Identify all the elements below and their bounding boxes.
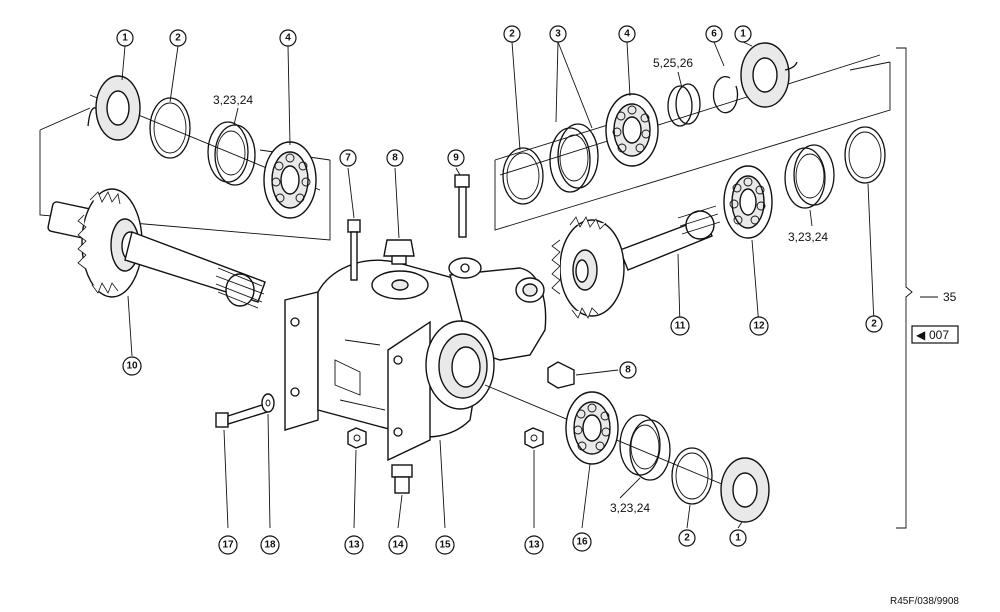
washer-18 xyxy=(261,393,275,413)
shim-rings-5-25-26 xyxy=(667,83,701,127)
callout-9: 9 xyxy=(447,149,465,167)
shim-rings-right-mid xyxy=(784,144,835,209)
circlip-ring-right xyxy=(502,147,544,205)
callout-label: 4 xyxy=(624,29,630,40)
taper-roller-bearing-right xyxy=(605,93,659,167)
bevel-gear-shaft-right xyxy=(551,205,721,319)
drawing-code: R45F/038/9908 xyxy=(890,596,959,607)
right-bearing-group-frame xyxy=(494,61,891,231)
callout-3-top-right: 3 xyxy=(549,25,567,43)
callout-7: 7 xyxy=(339,149,357,167)
callout-16: 16 xyxy=(572,532,592,552)
page-reference-number: 007 xyxy=(929,328,949,342)
snap-ring-6 xyxy=(712,76,739,114)
nut-13-right xyxy=(524,427,544,449)
callout-4-top-right: 4 xyxy=(618,25,636,43)
bolt-17 xyxy=(215,403,268,428)
spline-end-right xyxy=(677,205,721,240)
callout-label: 13 xyxy=(528,540,540,551)
plug-8-top xyxy=(383,239,415,265)
callout-label: 1 xyxy=(740,29,746,40)
shim-rings-right-top xyxy=(549,123,599,193)
page-reference-arrow-icon: ◀ xyxy=(916,328,926,342)
callout-label: 8 xyxy=(392,153,398,164)
callout-1-bottom: 1 xyxy=(729,529,747,547)
oil-seal-ring-right xyxy=(740,42,798,108)
callout-label: 9 xyxy=(453,153,459,164)
callout-12: 12 xyxy=(749,316,769,336)
callout-4-top-left: 4 xyxy=(279,29,297,47)
shim-label-bottom: 3,23,24 xyxy=(610,501,650,515)
roller-bearing-16 xyxy=(565,391,619,465)
callout-label: 2 xyxy=(175,33,181,44)
gearbox-housing xyxy=(284,257,547,462)
callout-2-bottom: 2 xyxy=(678,529,696,547)
callout-label: 1 xyxy=(122,33,128,44)
roller-bearing-12 xyxy=(723,165,773,239)
shim-rings-left xyxy=(207,121,256,186)
circlip-ring-lower xyxy=(671,447,713,505)
shim-label-top-left: 3,23,24 xyxy=(213,93,253,107)
callout-label: 3 xyxy=(555,29,561,40)
assembly-reference: 35 xyxy=(943,290,957,304)
callout-1-top-left: 1 xyxy=(116,29,134,47)
callout-label: 1 xyxy=(735,533,741,544)
callout-2-top-right: 2 xyxy=(503,25,521,43)
callout-label: 8 xyxy=(625,365,631,376)
callout-17: 17 xyxy=(218,535,238,555)
callout-10: 10 xyxy=(122,356,142,376)
callout-label: 2 xyxy=(871,319,877,330)
shim-label-mid-right: 3,23,24 xyxy=(788,230,828,244)
callout-6-top-right: 6 xyxy=(705,25,723,43)
callout-label: 2 xyxy=(509,29,515,40)
shim-rings-lower xyxy=(619,414,671,481)
callout-18: 18 xyxy=(260,535,280,555)
callout-2-mid-right: 2 xyxy=(865,315,883,333)
callout-label: 13 xyxy=(348,540,360,551)
right-axis-line xyxy=(499,54,881,176)
callout-1-top-right: 1 xyxy=(734,25,752,43)
callout-15: 15 xyxy=(435,535,455,555)
callout-label: 18 xyxy=(264,540,276,551)
callout-label: 10 xyxy=(126,361,138,372)
callout-label: 12 xyxy=(753,321,765,332)
callout-8-side: 8 xyxy=(619,361,637,379)
plug-8-side xyxy=(547,361,575,389)
callout-2-top-left: 2 xyxy=(169,29,187,47)
bolt-9 xyxy=(454,174,470,238)
circlip-ring-right-mid xyxy=(844,126,886,184)
callout-label: 7 xyxy=(345,153,351,164)
callout-label: 17 xyxy=(222,540,234,551)
callout-label: 6 xyxy=(711,29,717,40)
callout-8-top: 8 xyxy=(386,149,404,167)
nut-13-left xyxy=(347,427,367,449)
drain-plug-14 xyxy=(391,464,413,494)
lower-axis-line xyxy=(484,384,761,501)
callout-label: 16 xyxy=(576,537,588,548)
callout-label: 14 xyxy=(392,540,404,551)
page-reference-box[interactable]: ◀ 007 xyxy=(911,325,959,344)
callout-label: 15 xyxy=(439,540,451,551)
callout-14: 14 xyxy=(388,535,408,555)
shim-label-top-right: 5,25,26 xyxy=(653,56,693,70)
callout-13-left: 13 xyxy=(344,535,364,555)
bevel-gear-teeth-right xyxy=(551,216,625,319)
spline-end-left xyxy=(215,267,265,309)
taper-roller-bearing-left xyxy=(263,141,317,219)
assembly-bracket xyxy=(896,47,938,529)
oil-seal-ring-lower xyxy=(720,457,770,523)
bolt-7 xyxy=(347,219,361,281)
bevel-gear-shaft-left xyxy=(47,188,266,309)
leader-lines xyxy=(121,41,875,529)
oil-seal-ring xyxy=(87,75,141,141)
bevel-gear-teeth-left xyxy=(77,188,143,298)
callout-label: 4 xyxy=(285,33,291,44)
callout-label: 2 xyxy=(684,533,690,544)
callout-label: 11 xyxy=(675,321,686,332)
callout-11: 11 xyxy=(670,316,690,336)
circlip-ring xyxy=(149,97,191,159)
callout-13-right: 13 xyxy=(524,535,544,555)
